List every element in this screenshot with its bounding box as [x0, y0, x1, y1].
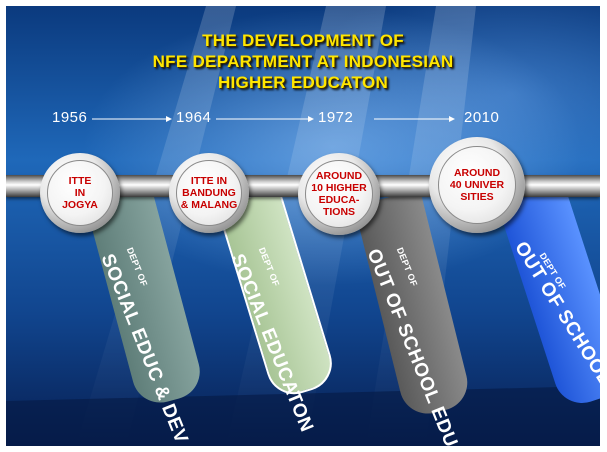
- title-line-2: NFE DEPARTMENT AT INDONESIAN: [152, 52, 454, 71]
- milestone-1-text: ITTE IN JOGYA: [62, 175, 98, 211]
- title-line-3: HIGHER EDUCATON: [217, 73, 389, 92]
- milestone-2-text: ITTE IN BANDUNG & MALANG: [180, 175, 238, 211]
- milestone-3-text: AROUND 10 HIGHER EDUCA- TIONS: [311, 170, 367, 218]
- milestone-circle-1: ITTE IN JOGYA: [40, 153, 120, 233]
- timeline-arrows: [92, 116, 455, 122]
- milestone-circle-4: AROUND 40 UNIVER SITIES: [429, 137, 525, 233]
- year-1956: 1956: [52, 109, 88, 126]
- slide: THE DEVELOPMENT OF NFE DEPARTMENT AT IND…: [6, 6, 600, 446]
- year-2010: 2010: [464, 109, 500, 126]
- milestone-circle-2: ITTE IN BANDUNG & MALANG: [169, 153, 249, 233]
- year-1964: 1964: [176, 109, 212, 126]
- title-line-1: THE DEVELOPMENT OF: [202, 31, 404, 50]
- milestone-4-text: AROUND 40 UNIVER SITIES: [449, 167, 505, 203]
- year-1972: 1972: [318, 109, 354, 126]
- milestone-circle-3: AROUND 10 HIGHER EDUCA- TIONS: [298, 153, 380, 235]
